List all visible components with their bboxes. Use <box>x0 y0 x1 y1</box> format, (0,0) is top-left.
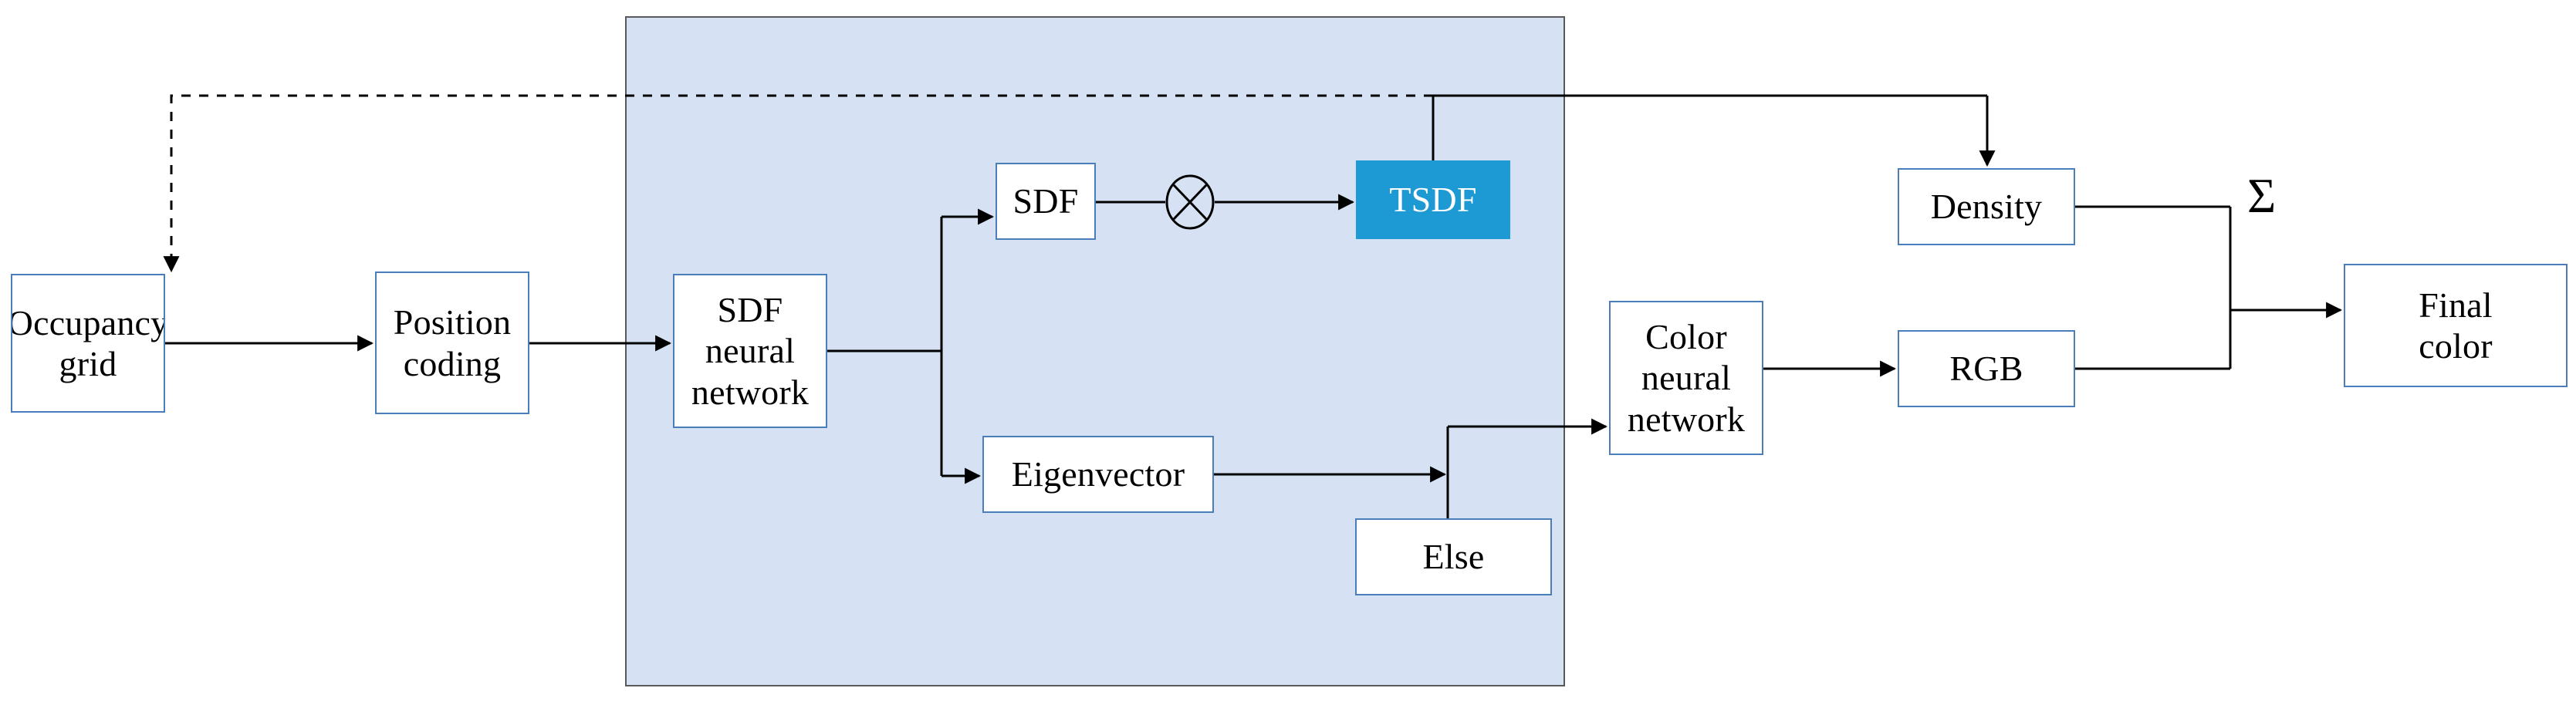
node-label-sdf: SDF <box>1012 181 1079 221</box>
summation-symbol: Σ <box>2247 168 2277 223</box>
node-density[interactable]: Density <box>1898 168 2075 245</box>
node-else[interactable]: Else <box>1355 518 1552 595</box>
node-label-eigenvector: Eigenvector <box>1011 454 1185 494</box>
node-label-else: Else <box>1422 537 1485 577</box>
node-rgb[interactable]: RGB <box>1898 330 2075 407</box>
node-label-rgb: RGB <box>1949 349 2023 389</box>
node-sdf[interactable]: SDF <box>996 163 1096 240</box>
node-eigenvector[interactable]: Eigenvector <box>982 436 1214 513</box>
node-tsdf[interactable]: TSDF <box>1356 160 1510 239</box>
node-label-tsdf: TSDF <box>1389 180 1477 220</box>
node-label-density: Density <box>1930 187 2043 227</box>
